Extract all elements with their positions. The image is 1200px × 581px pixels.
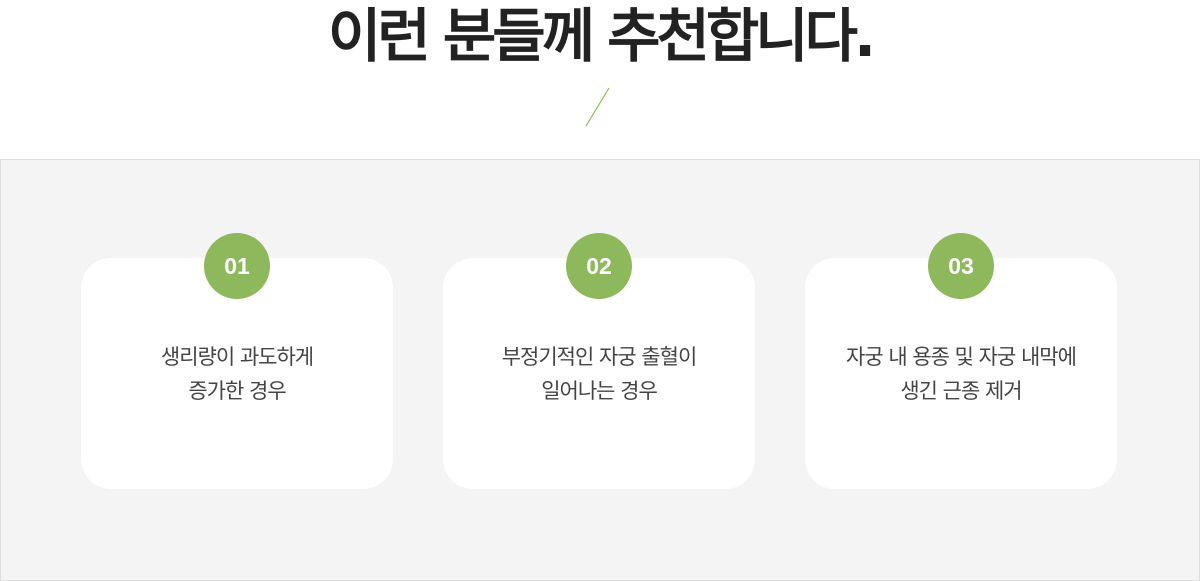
card-line: 생리량이 과도하게 (160, 345, 314, 369)
card-description: 생리량이 과도하게 증가한 경우 (81, 340, 393, 408)
section-title: 이런 분들께 추천합니다. (327, 2, 876, 70)
card-line: 증가한 경우 (188, 379, 286, 403)
number-badge-3: 03 (928, 233, 994, 299)
divider-slash (585, 87, 610, 127)
card-line: 일어나는 경우 (541, 379, 658, 403)
number-badge-2: 02 (566, 233, 632, 299)
card-line: 생긴 근종 제거 (900, 379, 1022, 403)
card-description: 자궁 내 용종 및 자궁 내막에 생긴 근종 제거 (805, 340, 1117, 408)
card-description: 부정기적인 자궁 출혈이 일어나는 경우 (443, 340, 755, 408)
card-line: 자궁 내 용종 및 자궁 내막에 (846, 345, 1077, 369)
number-badge-1: 01 (204, 233, 270, 299)
card-line: 부정기적인 자궁 출혈이 (501, 345, 698, 369)
